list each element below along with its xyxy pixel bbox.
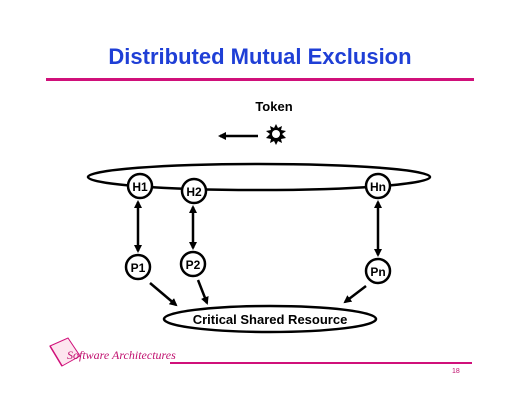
footer-title: Software Architectures xyxy=(67,348,176,362)
critical-shared-resource: Critical Shared Resource xyxy=(162,304,378,334)
process-pn: Pn xyxy=(364,257,392,285)
process-p2-label: P2 xyxy=(186,258,201,272)
host-h1: H1 xyxy=(126,172,154,200)
process-p1: P1 xyxy=(124,253,152,281)
software-architectures-logo-icon xyxy=(49,337,81,367)
host-h2-label: H2 xyxy=(186,185,202,199)
p2-resource-arrow xyxy=(196,279,209,305)
process-pn-label: Pn xyxy=(370,265,385,279)
starburst-token-icon xyxy=(266,124,286,145)
pn-resource-arrow xyxy=(343,285,367,304)
host-hn-label: Hn xyxy=(370,180,386,194)
process-p2: P2 xyxy=(179,250,207,278)
title-underline xyxy=(46,78,474,81)
token-ring xyxy=(86,162,432,192)
page-number: 18 xyxy=(452,368,460,375)
host-h2: H2 xyxy=(180,177,208,205)
host-h1-label: H1 xyxy=(132,180,148,194)
host-hn: Hn xyxy=(364,172,392,200)
p1-resource-arrow xyxy=(149,282,178,307)
resource-label: Critical Shared Resource xyxy=(193,312,348,327)
process-p1-label: P1 xyxy=(131,261,146,275)
slide-title: Distributed Mutual Exclusion xyxy=(108,44,412,69)
footer-rule xyxy=(170,362,472,364)
token-label: Token xyxy=(255,99,292,114)
